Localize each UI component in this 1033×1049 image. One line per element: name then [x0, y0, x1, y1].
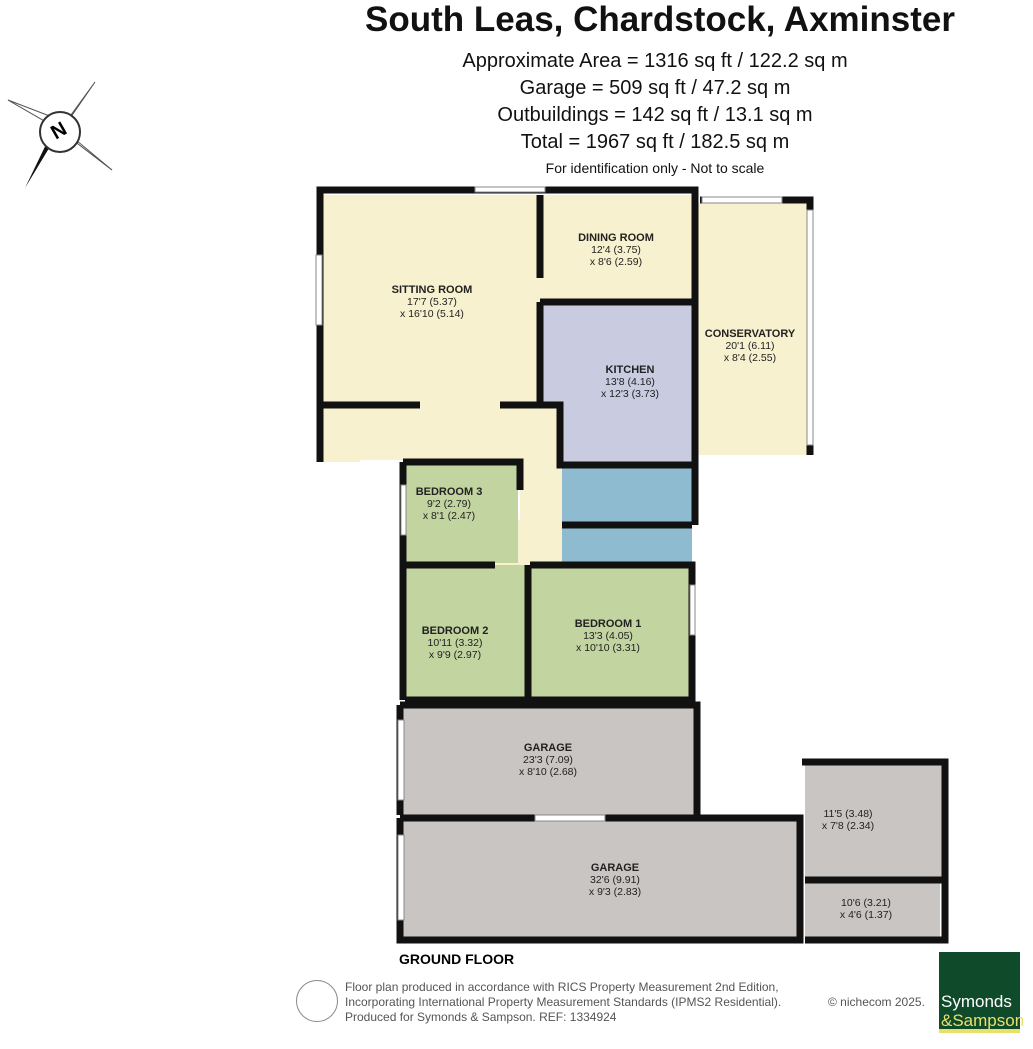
scale-note: For identification only - Not to scale	[545, 160, 765, 176]
floor-label: GROUND FLOOR	[399, 951, 515, 967]
area-garage: Garage = 509 sq ft / 47.2 sq m	[519, 77, 791, 99]
compass-icon	[7, 81, 113, 188]
conservatory	[697, 203, 809, 455]
bedroom-1	[528, 565, 692, 700]
bedroom-3	[405, 462, 518, 563]
person-icon	[296, 980, 338, 1022]
garage-2	[403, 818, 800, 940]
bedroom-2	[405, 565, 528, 700]
room-label-outbuilding-2: 10'6 (3.21)x 4'6 (1.37)	[839, 897, 893, 921]
outbuilding-2	[805, 880, 940, 937]
copyright: © nichecom 2025.	[828, 995, 925, 1009]
bathroom	[562, 468, 692, 525]
kitchen	[540, 300, 692, 465]
sitting-room	[322, 195, 540, 405]
area-total: Total = 1967 sq ft / 182.5 sq m	[520, 131, 790, 153]
area-approx: Approximate Area = 1316 sq ft / 122.2 sq…	[462, 50, 848, 72]
property-title: South Leas, Chardstock, Axminster	[365, 0, 955, 39]
windows	[315, 186, 814, 921]
room-label-outbuilding-1: 11'5 (3.48)x 7'8 (2.34)	[821, 808, 875, 832]
dining-room	[540, 195, 692, 300]
shower-room	[562, 527, 692, 565]
garage-1	[403, 707, 695, 815]
outbuilding-1	[805, 765, 945, 878]
area-outbuildings: Outbuildings = 142 sq ft / 13.1 sq m	[497, 104, 813, 126]
symonds-sampson-logo: Symonds &Sampson	[939, 952, 1024, 1033]
footer-text: Floor plan produced in accordance with R…	[345, 980, 782, 1024]
rooms	[322, 195, 945, 940]
